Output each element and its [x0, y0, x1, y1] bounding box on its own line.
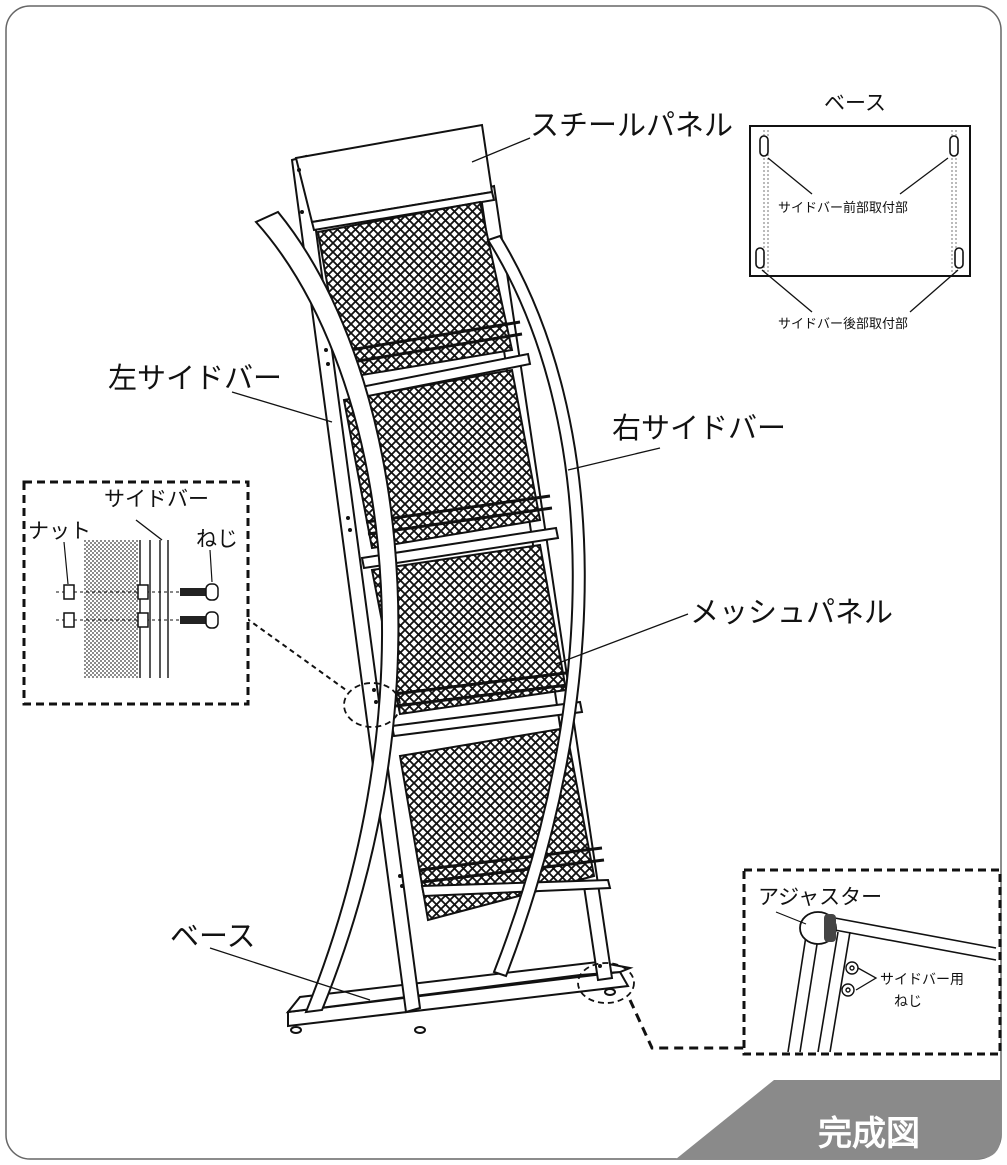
- screw-callout-connector: [245, 617, 347, 691]
- display-stand: [254, 123, 634, 1034]
- leader-lines: [209, 137, 689, 1001]
- base-inset: ベース サイドバー前部取付部 サイドバー後部取付部: [749, 91, 971, 332]
- base-label: ベース: [170, 919, 256, 953]
- shelves: [354, 352, 612, 898]
- adjuster-detail-frame: [742, 868, 1002, 1056]
- nut-shapes: [63, 584, 149, 628]
- mesh-panel-label: メッシュパネル: [690, 595, 893, 629]
- sidebar-label: サイドバー: [104, 487, 209, 511]
- mesh-section: [84, 540, 138, 678]
- page-title: 完成図: [818, 1114, 920, 1154]
- nut-label: ナット: [28, 519, 91, 543]
- base-inset-plate: [749, 125, 971, 277]
- right-sidebar: [486, 234, 586, 978]
- screw-callout-circle: [343, 682, 401, 728]
- adjuster-label: アジャスター: [758, 885, 882, 909]
- sidebar-screw-label-2: ねじ: [894, 994, 922, 1010]
- mesh-panel-4: [398, 726, 596, 922]
- screw-detail: サイドバー ナット ねじ: [22, 480, 250, 706]
- screw-label: ねじ: [196, 527, 238, 551]
- adjuster-callout-circle: [577, 962, 635, 1004]
- left-sidebar: [254, 210, 400, 1014]
- steel-panel-label: スチールパネル: [530, 108, 733, 142]
- rear-mount-label: サイドバー後部取付部: [778, 317, 908, 332]
- base-inset-title: ベース: [824, 91, 886, 115]
- title-band: [676, 1080, 1001, 1159]
- adjuster-knob: [799, 911, 837, 945]
- adjuster-callout-connector: [628, 999, 744, 1050]
- front-mount-label: サイドバー前部取付部: [778, 200, 908, 216]
- left-sidebar-label: 左サイドバー: [108, 361, 282, 395]
- mount-slots: [755, 135, 964, 269]
- rail-holes: [297, 168, 602, 968]
- sidebar-screw-label-1: サイドバー用: [880, 972, 964, 988]
- adjuster-detail: アジャスター サイドバー用 ねじ: [742, 868, 1002, 1056]
- right-sidebar-label: 右サイドバー: [612, 411, 786, 445]
- wire-rods: [337, 320, 605, 884]
- screw-shapes: [180, 583, 219, 629]
